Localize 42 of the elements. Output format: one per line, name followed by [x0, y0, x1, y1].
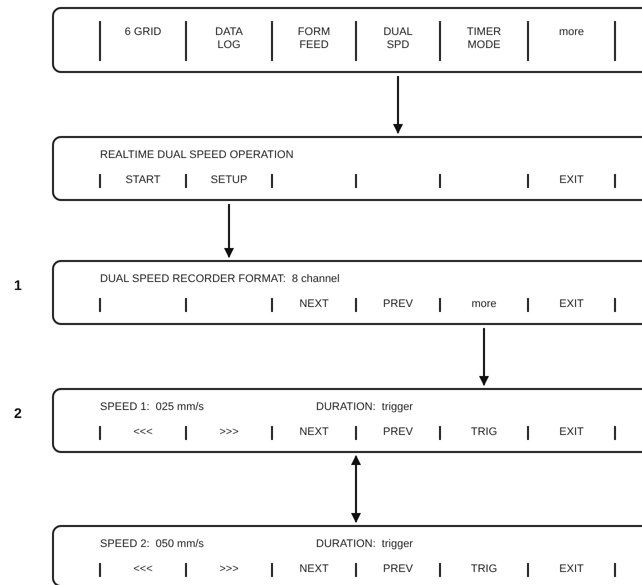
display-screen [52, 388, 642, 453]
arrow [393, 76, 403, 134]
display-screen [52, 7, 642, 73]
screen-message: DUAL SPEED RECORDER FORMAT: 8 channel [100, 273, 340, 286]
softkey-label: 6 GRID [124, 26, 162, 39]
arrow [351, 455, 361, 523]
softkey-label: SETUP [210, 174, 248, 187]
display-screen [52, 136, 642, 201]
softkey-label: TIMER MODE [466, 26, 502, 52]
softkey-label: TRIG [470, 426, 498, 439]
arrow [479, 328, 489, 386]
softkey-label: PREV [382, 426, 414, 439]
screen-message: SPEED 2: 050 mm/s [100, 538, 204, 551]
softkey-label: <<< [132, 426, 154, 439]
step-number: 1 [14, 276, 22, 292]
softkey-label: >>> [218, 563, 240, 576]
softkey-label: NEXT [298, 298, 330, 311]
softkey-label: >>> [218, 426, 240, 439]
softkey-label: NEXT [298, 426, 330, 439]
softkey-label: more [470, 298, 498, 311]
softkey-label: EXIT [558, 426, 585, 439]
softkey-label: EXIT [558, 298, 585, 311]
softkey-label: DUAL SPD [382, 26, 414, 52]
display-screen [52, 260, 642, 325]
screen-message: DURATION: trigger [316, 538, 413, 551]
screen-message: DURATION: trigger [316, 401, 413, 414]
softkey-label: <<< [132, 563, 154, 576]
softkey-label: NEXT [298, 563, 330, 576]
softkey-label: EXIT [558, 174, 585, 187]
softkey-label: PREV [382, 298, 414, 311]
arrow [224, 204, 234, 258]
screen-message: SPEED 1: 025 mm/s [100, 401, 204, 414]
step-number: 2 [14, 404, 22, 420]
softkey-label: FORM FEED [296, 26, 332, 52]
softkey-label: START [124, 174, 162, 187]
display-screen [52, 525, 642, 585]
softkey-label: PREV [382, 563, 414, 576]
softkey-label: more [558, 26, 586, 39]
softkey-label: DATA LOG [214, 26, 244, 52]
softkey-label: EXIT [558, 563, 585, 576]
softkey-label: TRIG [470, 563, 498, 576]
screen-message: REALTIME DUAL SPEED OPERATION [100, 149, 294, 162]
